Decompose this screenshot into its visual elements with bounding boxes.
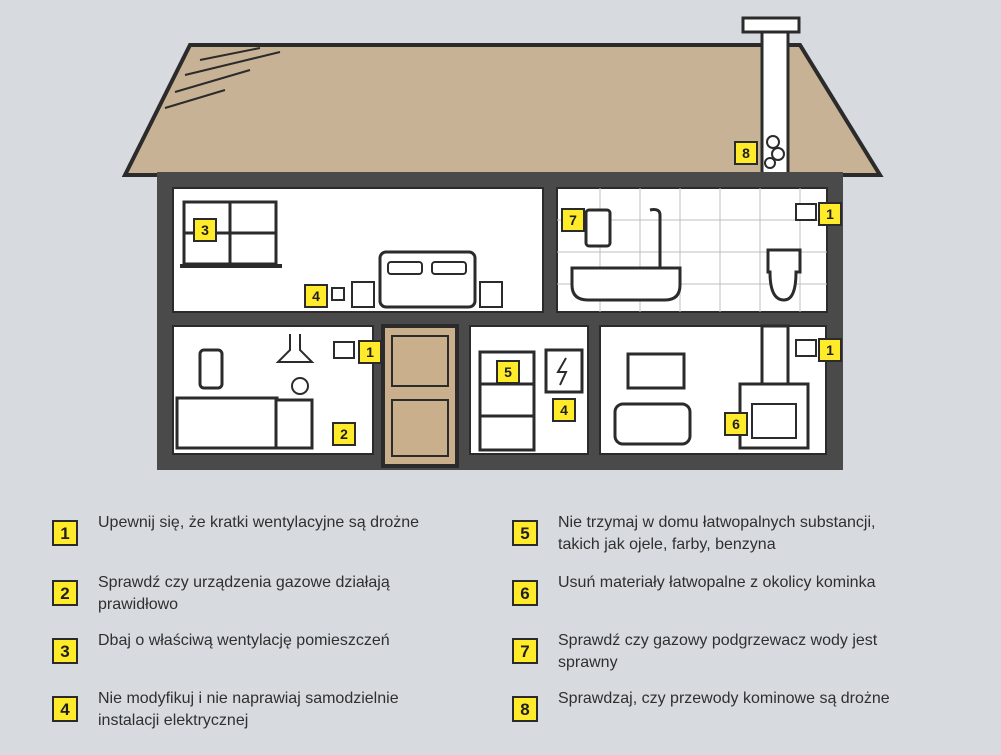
power-outlet	[331, 287, 345, 301]
hood	[275, 334, 315, 363]
bed	[378, 250, 477, 309]
badge-fireplace: 6	[724, 412, 748, 436]
roof	[121, 43, 884, 177]
legend-number: 2	[52, 580, 78, 606]
legend-text: Sprawdzaj, czy przewody kominowe są droż…	[558, 690, 890, 707]
badge-vent-kitchen: 1	[358, 340, 382, 364]
legend-number: 5	[512, 520, 538, 546]
legend-text: Dbaj o właściwą wentylację pomieszczeń	[98, 632, 390, 649]
legend-text: Nie trzymaj w domu łatwopalnych substanc…	[558, 514, 876, 553]
legend-item-6: 6 Usuń materiały łatwopalne z okolicy ko…	[512, 572, 918, 606]
legend-number: 1	[52, 520, 78, 546]
vent-kitchen	[333, 341, 355, 359]
picture	[626, 352, 686, 390]
legend-text: Usuń materiały łatwopalne z okolicy komi…	[558, 574, 876, 591]
legend-number: 7	[512, 638, 538, 664]
vent-bathroom	[795, 203, 817, 221]
legend-text: Sprawdź czy gazowy podgrzewacz wody jest…	[558, 632, 878, 671]
legend-item-7: 7 Sprawdź czy gazowy podgrzewacz wody je…	[512, 630, 918, 674]
house-illustration	[121, 16, 884, 470]
legend-item-2: 2 Sprawdź czy urządzenia gazowe działają…	[52, 572, 458, 616]
badge-shelf: 5	[496, 360, 520, 384]
legend-text: Nie modyfikuj i nie naprawiaj samodzieln…	[98, 690, 399, 729]
armchair	[613, 402, 692, 446]
legend-item-5: 5 Nie trzymaj w domu łatwopalnych substa…	[512, 512, 918, 556]
badge-outlet: 4	[304, 284, 328, 308]
vent-living	[795, 339, 817, 357]
badge-chimney: 8	[734, 141, 758, 165]
legend-number: 4	[52, 696, 78, 722]
front-door	[381, 324, 459, 468]
legend-number: 3	[52, 638, 78, 664]
legend-item-1: 1 Upewnij się, że kratki wentylacyjne są…	[52, 512, 458, 546]
chimney-cap	[741, 16, 801, 34]
legend: 1 Upewnij się, że kratki wentylacyjne są…	[0, 500, 1001, 755]
legend-text: Sprawdź czy urządzenia gazowe działają p…	[98, 574, 390, 613]
boiler	[198, 348, 224, 390]
fireplace-flue	[760, 324, 790, 388]
badge-water-heater: 7	[561, 208, 585, 232]
legend-item-8: 8 Sprawdzaj, czy przewody kominowe są dr…	[512, 688, 918, 722]
legend-item-3: 3 Dbaj o właściwą wentylację pomieszczeń	[52, 630, 458, 664]
legend-item-4: 4 Nie modyfikuj i nie naprawiaj samodzie…	[52, 688, 458, 732]
badge-electric-panel: 4	[552, 398, 576, 422]
legend-number: 8	[512, 696, 538, 722]
badge-vent-living: 1	[818, 338, 842, 362]
toilet	[766, 248, 802, 302]
badge-window: 3	[193, 218, 217, 242]
legend-number: 6	[512, 580, 538, 606]
water-heater	[584, 208, 612, 248]
legend-text: Upewnij się, że kratki wentylacyjne są d…	[98, 514, 420, 531]
roof-texture	[164, 47, 281, 109]
bathtub	[570, 266, 682, 302]
badge-gas-stove: 2	[332, 422, 356, 446]
badge-vent-bathroom: 1	[818, 202, 842, 226]
